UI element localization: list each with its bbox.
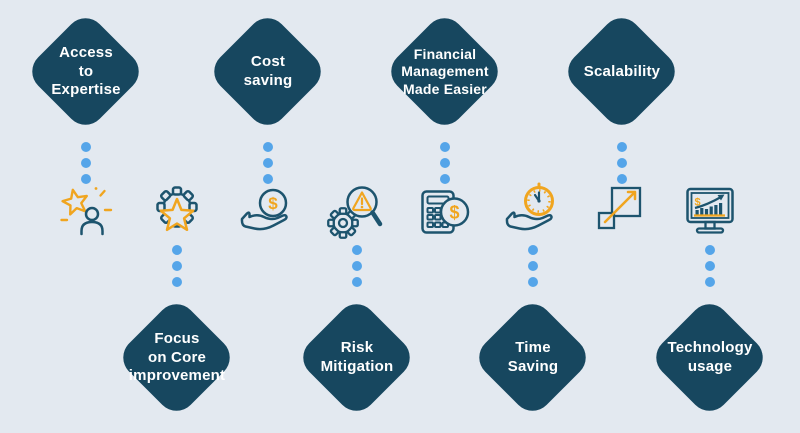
- diamond-time-saving: Time Saving: [470, 295, 595, 420]
- calculator-coin-icon: $: [415, 182, 475, 242]
- diamond-label: Scalability: [583, 62, 661, 80]
- diamond-label: Access to Expertise: [51, 43, 121, 99]
- diamond-scalability: Scalability: [559, 9, 684, 134]
- expand-squares-arrow-icon: [592, 182, 652, 242]
- star-person-icon: [56, 182, 116, 242]
- diamond-focus-on-core-improvement: Focus on Core improvement: [114, 295, 239, 420]
- dotted-connector: [528, 245, 538, 293]
- dotted-connector: [352, 245, 362, 293]
- dotted-connector: [705, 245, 715, 293]
- monitor-chart-icon: $: [680, 182, 740, 242]
- svg-text:$: $: [268, 194, 278, 213]
- svg-text:$: $: [694, 197, 700, 209]
- diamond-label: Risk Mitigation: [320, 339, 394, 375]
- diamond-cost-saving: Cost saving: [205, 9, 330, 134]
- gear-star-icon: [147, 182, 207, 242]
- diamond-label: Financial Management Made Easier: [401, 45, 489, 97]
- diamond-access-to-expertise: Access to Expertise: [23, 9, 148, 134]
- diamond-risk-mitigation: Risk Mitigation: [294, 295, 419, 420]
- diamond-technology-usage: Technology usage: [647, 295, 772, 420]
- dotted-connector: [172, 245, 182, 293]
- diamond-label: Focus on Core improvement: [128, 329, 226, 385]
- diamond-label: Cost saving: [243, 53, 293, 89]
- dotted-connector: [440, 142, 450, 190]
- diamond-label: Technology usage: [667, 339, 753, 375]
- dotted-connector: [81, 142, 91, 190]
- diamond-financial-management: Financial Management Made Easier: [382, 9, 507, 134]
- diamond-label: Time Saving: [507, 339, 559, 375]
- dotted-connector: [263, 142, 273, 190]
- hand-clock-icon: [503, 182, 563, 242]
- hand-coin-icon: $: [238, 182, 298, 242]
- dotted-connector: [617, 142, 627, 190]
- svg-text:$: $: [449, 203, 459, 223]
- gear-magnifier-warning-icon: [327, 182, 387, 242]
